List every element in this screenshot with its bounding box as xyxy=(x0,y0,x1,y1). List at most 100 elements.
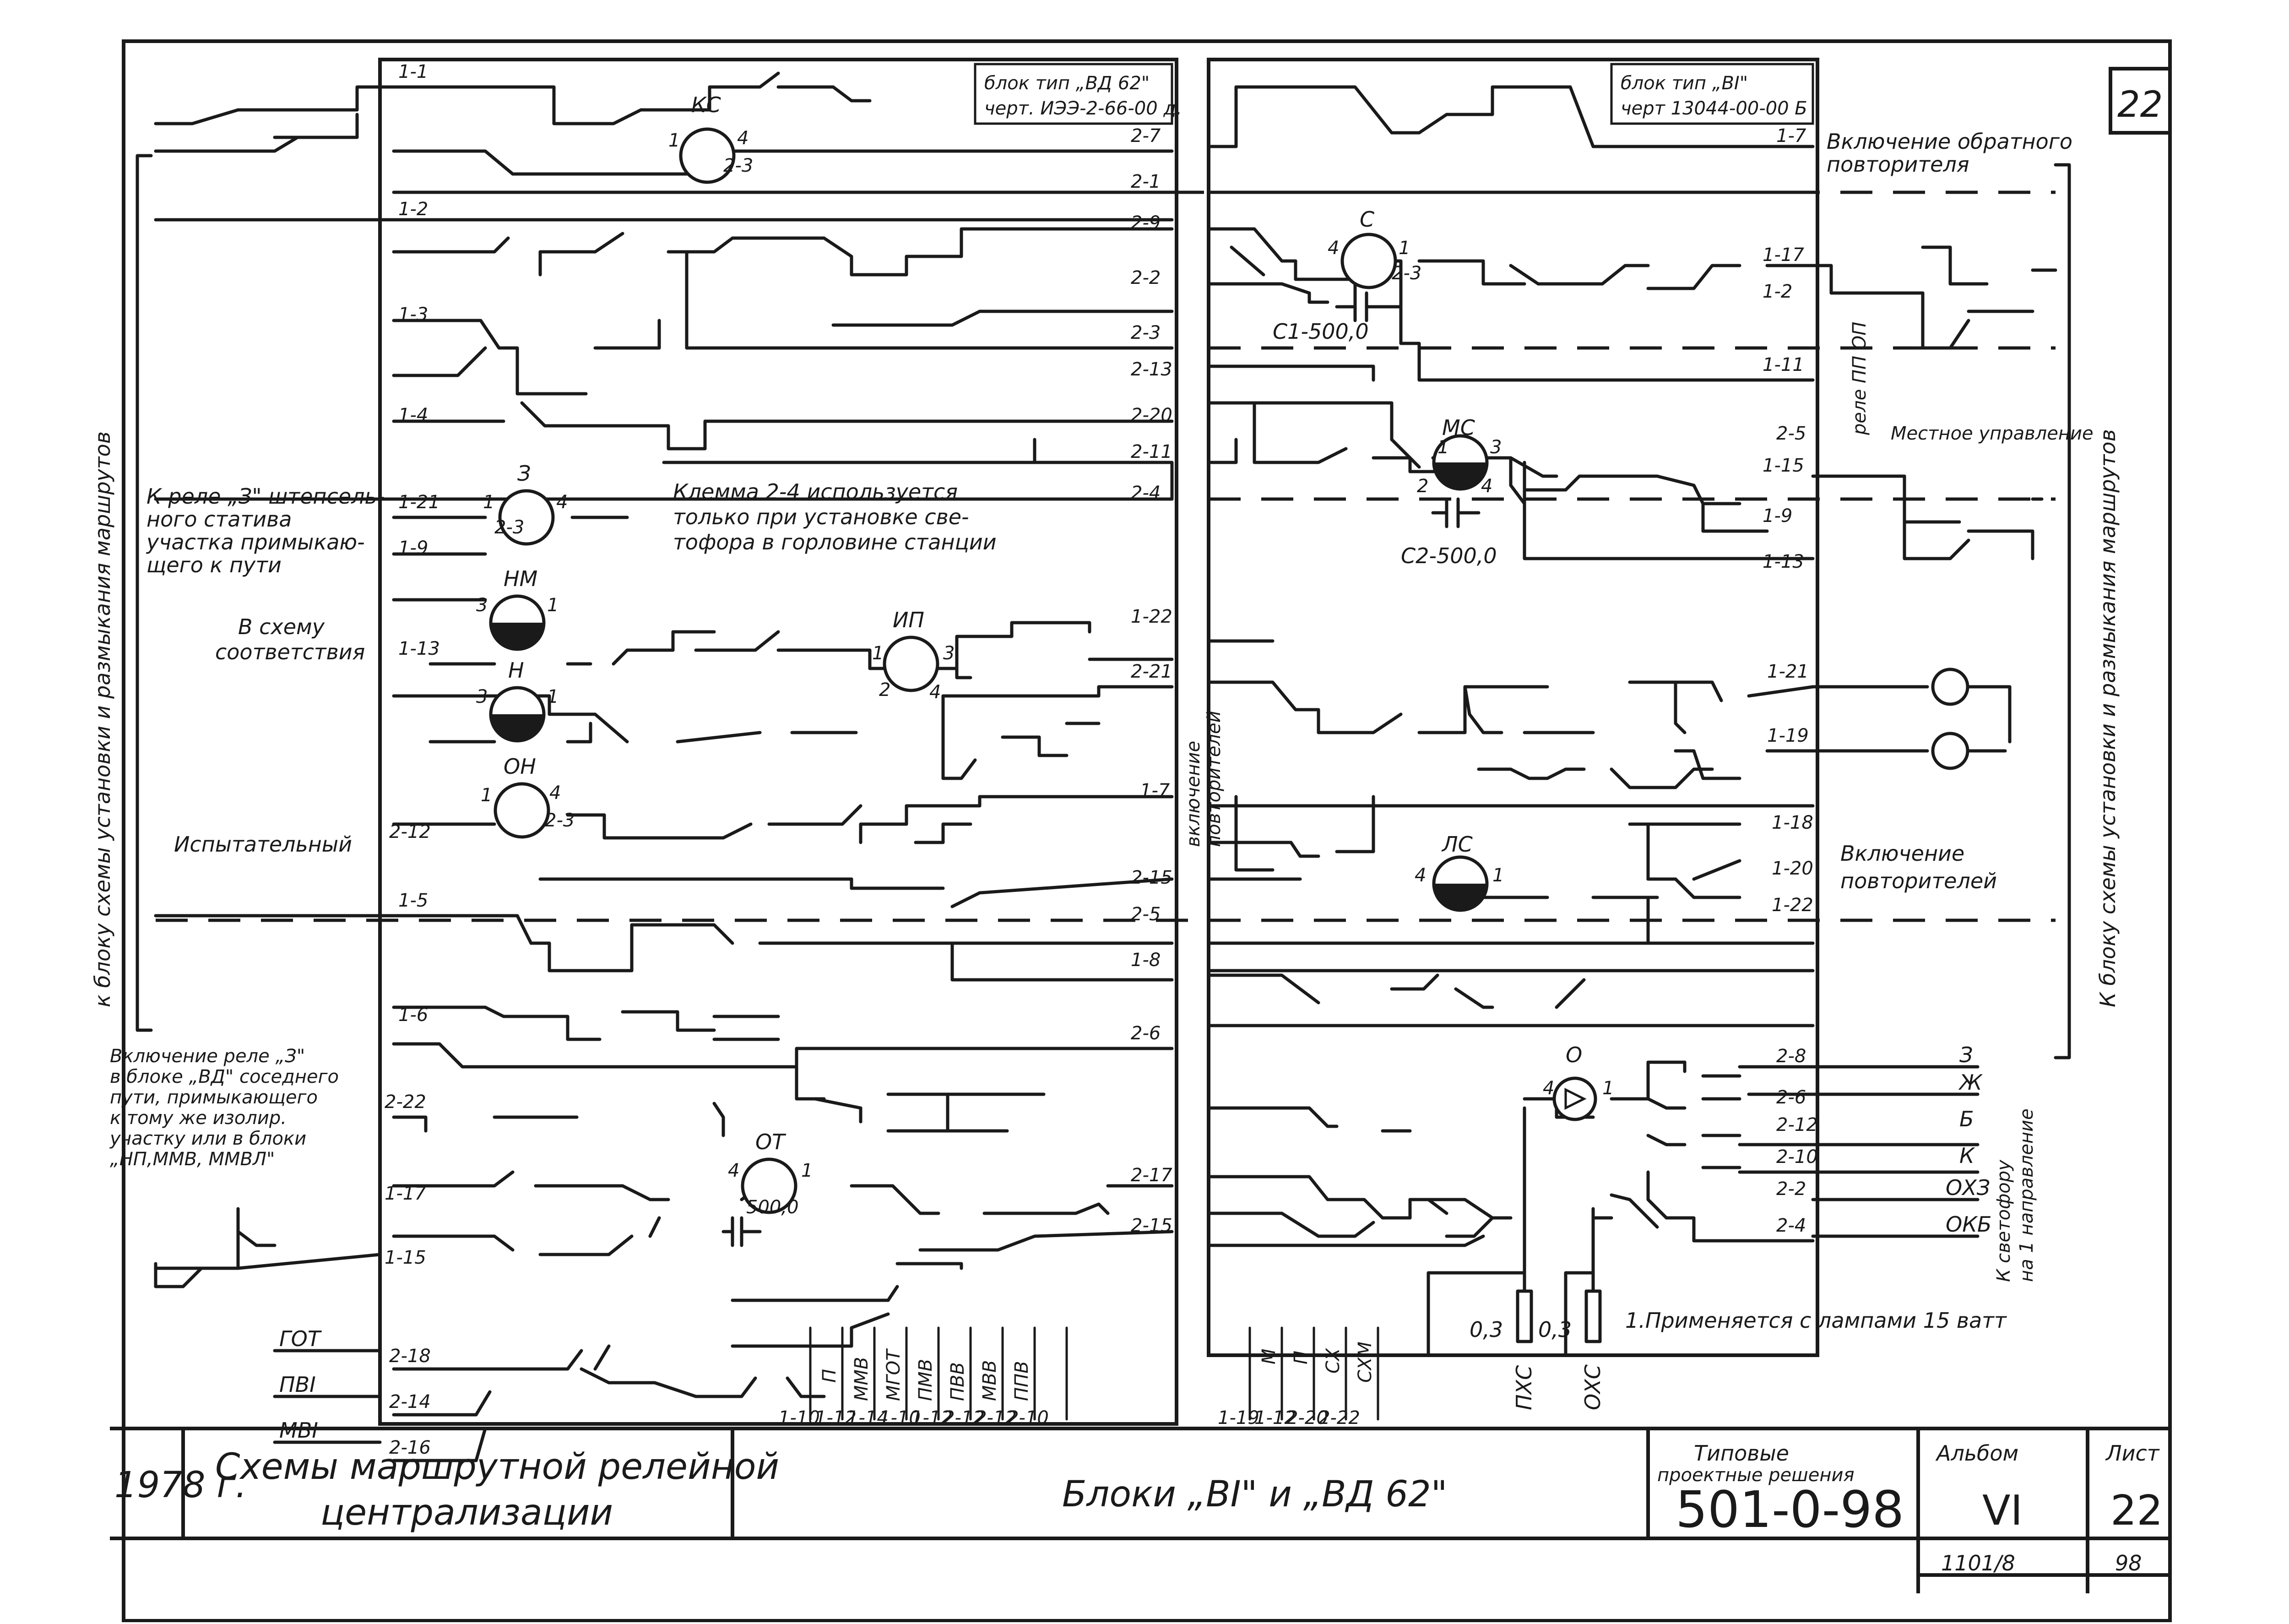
output-okb: ОКБ xyxy=(1946,1212,1991,1237)
capacitor-c1-label: С1-500,0 xyxy=(1273,319,1369,344)
terminal-mid: 2-13 xyxy=(1131,359,1172,380)
bottom-num: 1-12 xyxy=(911,1407,953,1428)
relay-nm-pin3: 3 xyxy=(476,595,488,616)
tb-tip-2: проектные решения xyxy=(1657,1465,1855,1486)
note-klemma-2: только при установке све- xyxy=(673,505,969,529)
bottom-num: 2-12 xyxy=(943,1407,985,1428)
terminal-left: 2-22 xyxy=(385,1092,426,1113)
note-v-skhemu-2: соответствия xyxy=(215,640,365,664)
relay-ks-pin4: 4 xyxy=(737,128,749,149)
tb-year: 1978 г. xyxy=(114,1465,247,1506)
resistors: 0,3 0,3 ПХС ОХС xyxy=(1470,1289,1605,1410)
tb-tip-1: Типовые xyxy=(1694,1441,1789,1466)
relay-coils-right: С 4 1 2-3 МС 1 3 2 4 ЛС 4 1 О 4 1 xyxy=(1328,207,1969,1121)
relay-ot-pin1: 1 xyxy=(801,1160,813,1181)
bottom-code: ММВ xyxy=(851,1357,872,1401)
center-vertical-note-1: включение xyxy=(1183,741,1204,847)
note-klemma-3: тофора в горловине станции xyxy=(673,530,997,554)
terminal-right: 1-22 xyxy=(1772,895,1813,916)
terminal-right: 2-10 xyxy=(1776,1146,1818,1168)
terminal-right: 1-7 xyxy=(1776,125,1806,147)
note-vkl-rele3-1: Включение реле „З" xyxy=(110,1046,305,1067)
note-vkl-povt-2: повторителей xyxy=(1840,869,1997,893)
relay-on-coil xyxy=(494,782,550,839)
relay-ip-pin3: 3 xyxy=(943,643,955,664)
resistor-2-label: ОХС xyxy=(1580,1364,1605,1410)
bottom-right-num: 2-20 xyxy=(1286,1407,1328,1428)
terminal-right: 1-18 xyxy=(1772,812,1813,833)
relay-z-coil xyxy=(498,489,555,546)
block-vi-outline xyxy=(1207,58,1819,1357)
sheet-number-box xyxy=(2109,67,2172,135)
relay-o-name: О xyxy=(1566,1043,1582,1067)
terminal-left: 1-9 xyxy=(398,538,428,559)
note-k-rele-1: К реле „З" штепсель- xyxy=(146,484,385,509)
wire-pv1: ПВI xyxy=(279,1372,316,1397)
relay-z-pin4: 4 xyxy=(556,492,568,513)
terminal-mid: 2-7 xyxy=(1131,125,1161,147)
bottom-code: МВВ xyxy=(979,1360,1000,1401)
terminal-right: 1-20 xyxy=(1772,858,1813,879)
terminal-mid: 2-1 xyxy=(1131,171,1161,192)
terminals-right: 1-7 1-17 1-2 1-11 2-5 1-15 1-9 1-13 1-21… xyxy=(1763,125,1818,1236)
terminal-mid: 2-6 xyxy=(1131,1023,1161,1044)
terminal-left: 2-12 xyxy=(389,821,431,842)
relay-ks-pin1: 1 xyxy=(668,130,680,151)
relay-ip-coil xyxy=(883,635,939,692)
indicator-b-lamp xyxy=(1931,732,1969,770)
terminal-right: 1-9 xyxy=(1763,505,1792,527)
note-vkl-rele3-3: пути, примыкающего xyxy=(110,1087,318,1108)
terminal-right: 1-11 xyxy=(1763,354,1804,375)
terminal-right: 1-15 xyxy=(1763,455,1804,476)
left-bracket xyxy=(136,154,153,1032)
bottom-terminal-stacks: П ММВ МГОТ ПМВ ПВВ МВВ ППВ 1-10 1-12 1-1… xyxy=(778,1326,1379,1428)
terminal-mid: 1-22 xyxy=(1131,606,1172,627)
tb-bottom-code: 1101/8 xyxy=(1941,1551,2015,1575)
relay-ms-pin3: 3 xyxy=(1490,437,1502,458)
resistor-2-value: 0,3 xyxy=(1538,1317,1572,1342)
block-vd62-outline xyxy=(378,58,1178,1426)
terminals-mid: 2-7 2-1 2-9 2-2 2-3 2-13 2-20 2-11 2-4 1… xyxy=(1131,125,1172,1236)
bottom-right-num: 1-12 xyxy=(1254,1407,1296,1428)
terminal-left: 1-17 xyxy=(385,1183,426,1204)
relay-ms-pin1: 1 xyxy=(1437,437,1449,458)
tb-list-label: Лист xyxy=(2105,1441,2160,1466)
signal-outputs: З Ж Б К ОХЗ ОКБ xyxy=(1946,1043,1991,1237)
relay-ip-pin2: 2 xyxy=(879,679,890,701)
header-left-1: блок тип „ВД 62" xyxy=(984,73,1150,94)
sheet-number: 22 xyxy=(2117,84,2163,125)
header-right-1: блок тип „ВI" xyxy=(1621,73,1748,94)
relay-on-pin1: 1 xyxy=(481,785,492,806)
note-ispytatelny: Испытательный xyxy=(174,832,352,857)
center-vertical-note-2: повторителей xyxy=(1204,711,1225,847)
relay-z-pin23: 2-3 xyxy=(494,517,524,538)
terminal-left: 1-21 xyxy=(398,492,440,513)
tb-title-1: Схемы маршрутной релейной xyxy=(215,1446,779,1488)
relay-o-pin4: 4 xyxy=(1543,1078,1554,1099)
output-k: К xyxy=(1959,1143,1975,1168)
note-mestnoe: Местное управление xyxy=(1891,423,2094,444)
terminal-mid: 2-15 xyxy=(1131,1215,1172,1236)
relay-s-name: С xyxy=(1360,207,1374,232)
bottom-num: 2-10 xyxy=(1007,1407,1049,1428)
bottom-right-num: 2-22 xyxy=(1318,1407,1360,1428)
bottom-right-code: СХМ xyxy=(1355,1342,1376,1383)
terminal-left: 1-1 xyxy=(398,61,428,82)
terminals-left: 1-1 1-2 1-3 1-4 1-21 1-9 1-13 2-12 1-5 1… xyxy=(385,61,440,1458)
bottom-right-code: М xyxy=(1258,1348,1280,1364)
relay-n-name: Н xyxy=(508,658,524,683)
tb-album: VI xyxy=(1982,1487,2023,1535)
left-vertical-note: к блоку схемы установки и размыкания мар… xyxy=(90,431,115,1007)
terminal-left: 1-3 xyxy=(398,304,428,325)
terminal-right: 2-6 xyxy=(1776,1087,1806,1108)
annotations: Включение обратного повторителя К реле „… xyxy=(109,129,2094,1333)
output-z: З xyxy=(1959,1043,1973,1067)
terminal-mid: 2-17 xyxy=(1131,1165,1172,1186)
bottom-code: ПВВ xyxy=(947,1362,968,1401)
relay-ks-coil xyxy=(679,127,736,184)
header-right-2: черт 13044-00-00 Б xyxy=(1621,98,1807,119)
terminal-mid: 2-21 xyxy=(1131,661,1172,682)
terminal-mid: 2-15 xyxy=(1131,867,1172,888)
